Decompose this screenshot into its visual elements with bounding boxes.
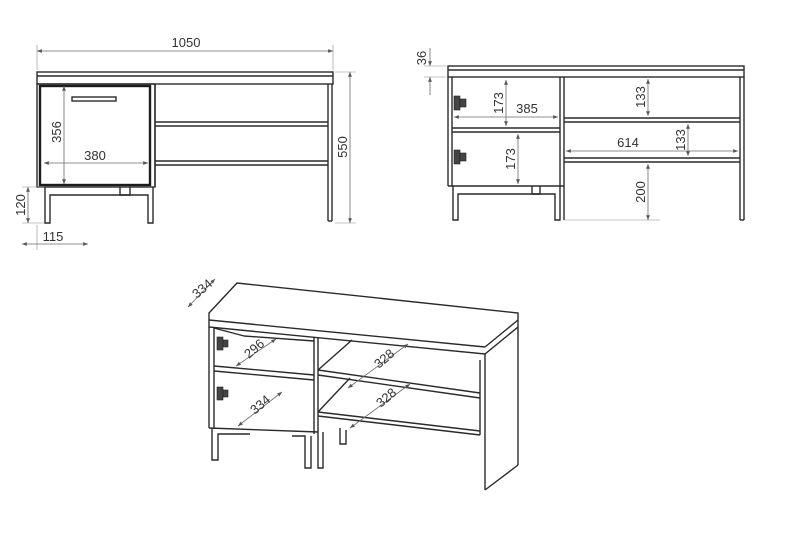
isometric-view xyxy=(208,282,519,491)
dim-depth: 334 xyxy=(189,276,215,301)
open-front-dimensions: 36 173 385 173 133 614 133 200 xyxy=(414,48,738,221)
dim-door-height-lower: 173 xyxy=(503,148,518,170)
dim-drawer-height: 356 xyxy=(49,121,64,143)
dim-shelf-width: 614 xyxy=(617,135,639,150)
hinge-icon xyxy=(216,386,229,401)
front-view xyxy=(36,71,334,224)
dim-door-height-upper: 173 xyxy=(491,92,506,114)
dim-leg-height: 120 xyxy=(13,194,28,216)
dim-shelf-height-lower: 133 xyxy=(673,129,688,151)
hinge-icon xyxy=(216,336,229,351)
dim-inner-depth-left: 296 xyxy=(241,336,267,361)
dim-inner-depth-right-upper: 328 xyxy=(371,346,397,371)
dim-leg-offset: 115 xyxy=(43,229,64,244)
dim-top-thickness: 36 xyxy=(414,51,429,65)
isometric-dimensions: 334 296 334 328 328 xyxy=(187,276,411,429)
open-front-view xyxy=(447,65,745,221)
dim-inner-depth-right-lower: 328 xyxy=(373,385,399,410)
dim-base-height: 200 xyxy=(633,181,648,203)
dim-shelf-height-upper: 133 xyxy=(633,86,648,108)
front-dimensions: 1050 550 356 380 120 115 xyxy=(13,35,356,250)
dim-door-width: 385 xyxy=(516,101,538,116)
hinge-icon xyxy=(453,149,467,165)
dim-inner-depth-left-lower: 334 xyxy=(247,392,273,417)
dim-front-width: 1050 xyxy=(172,35,201,50)
dim-front-height: 550 xyxy=(335,136,350,158)
hinge-icon xyxy=(453,95,467,111)
dim-drawer-width: 380 xyxy=(84,148,106,163)
